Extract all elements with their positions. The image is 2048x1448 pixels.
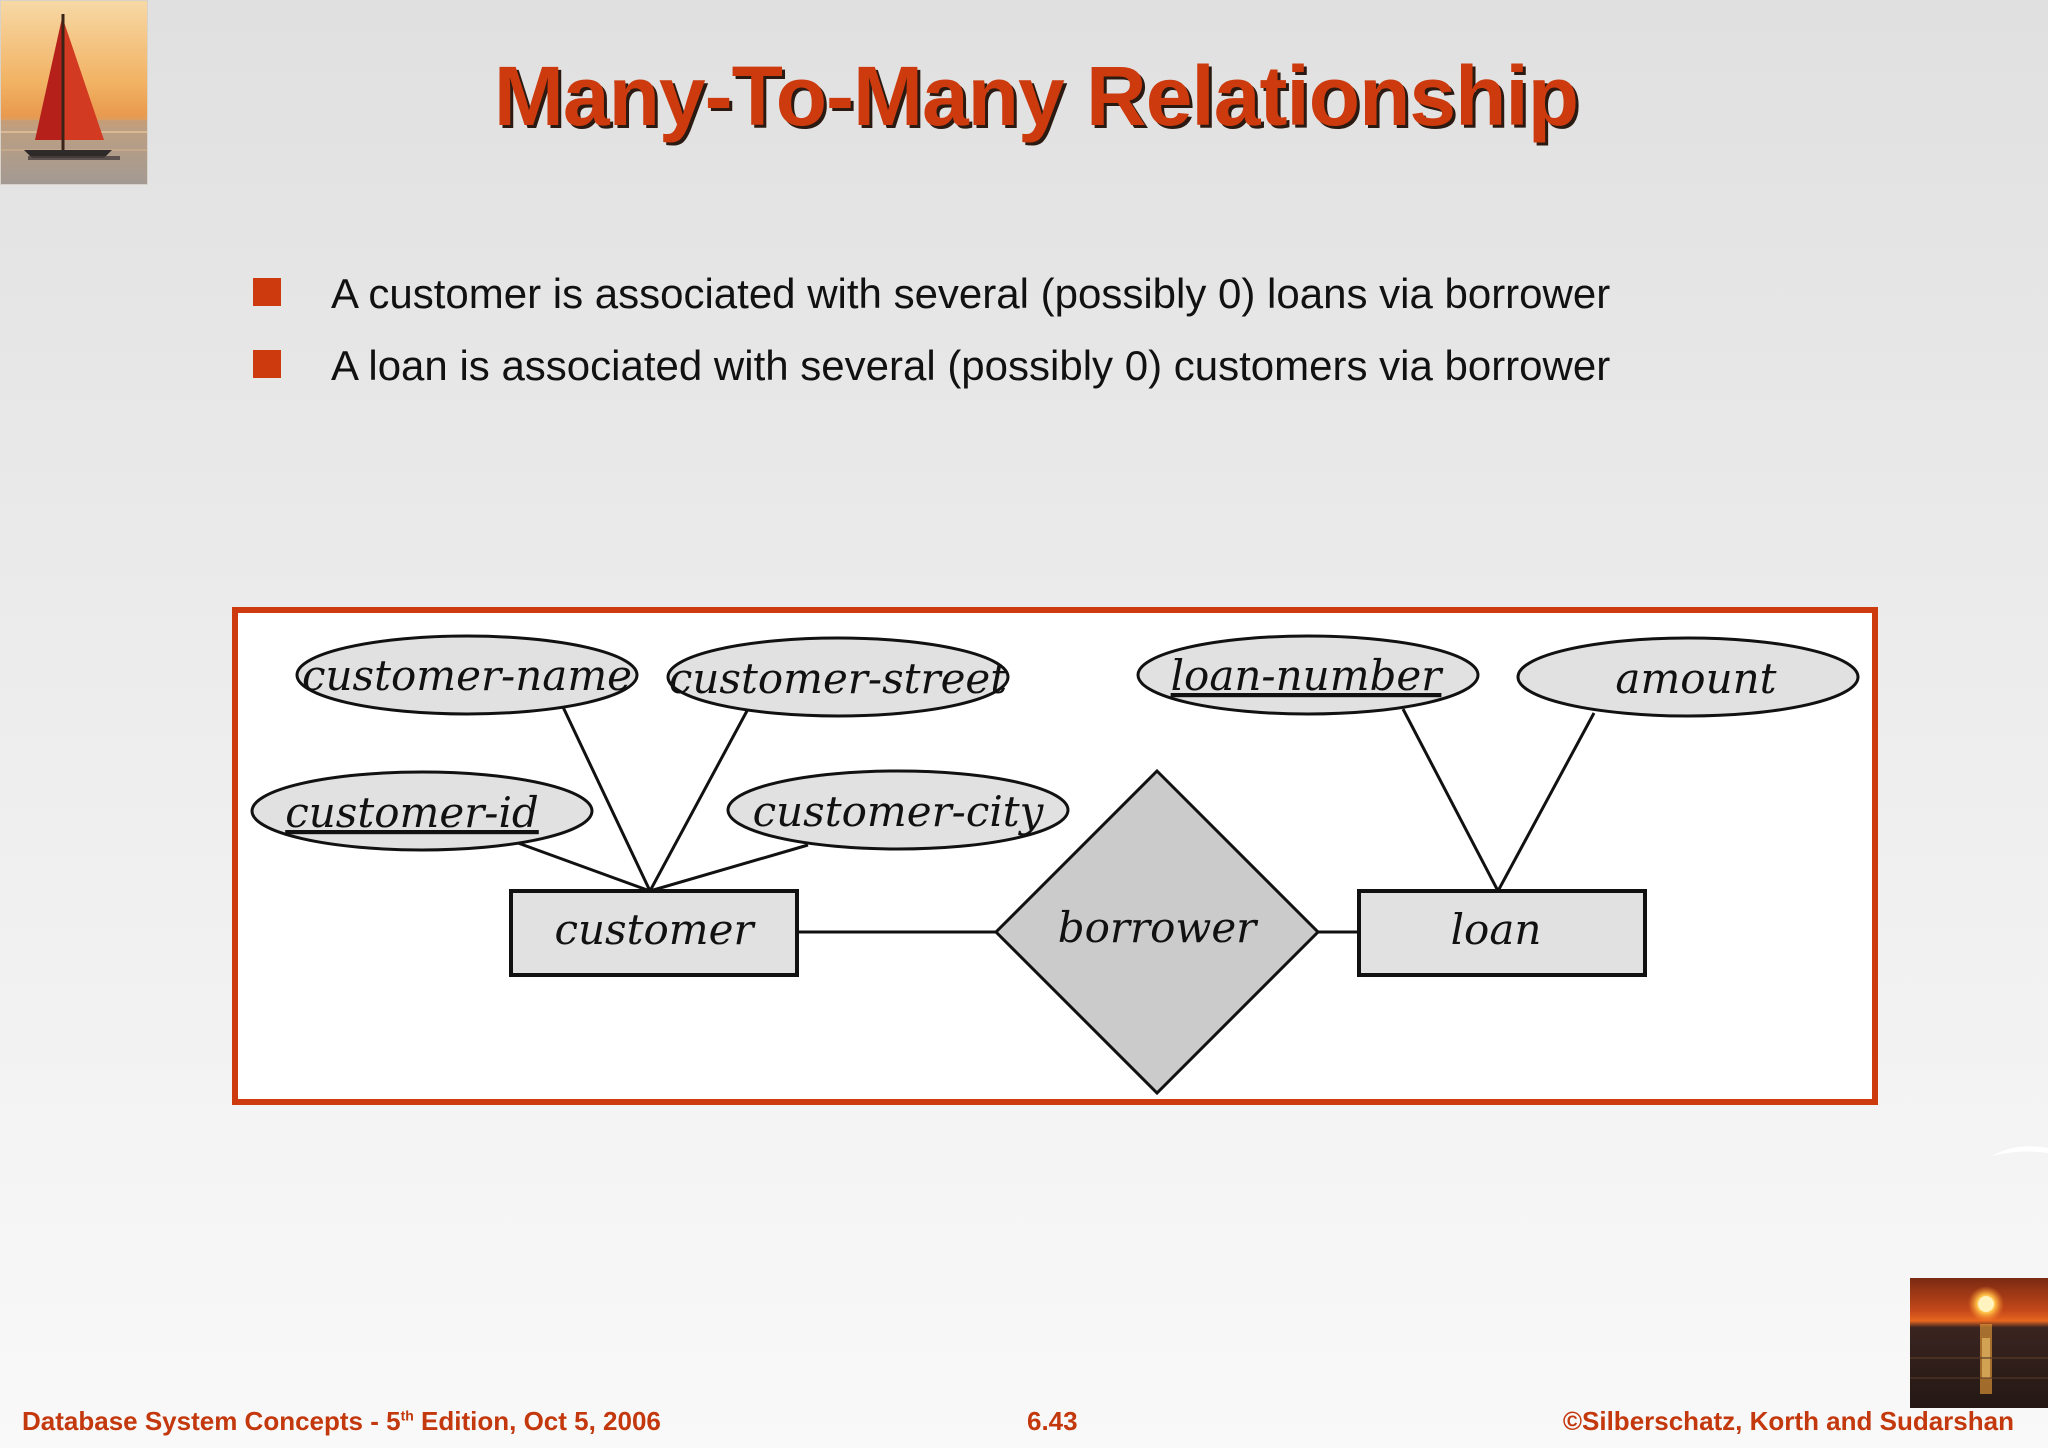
attribute-customer-id xyxy=(250,770,594,852)
footer-course-prefix: Database System Concepts - 5 xyxy=(22,1406,401,1436)
relationship-borrower xyxy=(993,768,1321,1096)
sailboat-logo-icon xyxy=(0,0,148,185)
attribute-customer-name xyxy=(295,634,639,716)
entity-customer-label: customer xyxy=(554,905,756,954)
sunset-logo-icon xyxy=(1910,1278,2048,1408)
relationship-borrower-label: borrower xyxy=(1058,903,1259,952)
footer-page-number: 6.43 xyxy=(1027,1406,1078,1436)
bullet-text: A loan is associated with several (possi… xyxy=(331,342,1611,389)
footer-edition-superscript: th xyxy=(400,1407,414,1424)
attribute-amount-label: amount xyxy=(1615,654,1776,703)
attribute-customer-city-label: customer-city xyxy=(753,787,1045,836)
slide-title: Many-To-Many Relationship xyxy=(493,49,1579,143)
bullet-text: A customer is associated with several (p… xyxy=(331,270,1611,317)
footer-course-suffix: Edition, Oct 5, 2006 xyxy=(413,1406,661,1436)
attribute-customer-city xyxy=(726,769,1070,851)
attribute-amount xyxy=(1516,636,1860,718)
er-diagram: customer-name customer-street customer-i… xyxy=(232,607,1878,1105)
attribute-customer-street xyxy=(666,636,1010,718)
entity-loan-label: loan xyxy=(1451,905,1542,954)
entity-loan xyxy=(1357,889,1647,977)
attribute-loan-number-label: loan-number xyxy=(1171,651,1445,700)
connector-lines xyxy=(517,706,1596,934)
footer-course-title: Database System Concepts - 5th Edition, … xyxy=(22,1406,661,1437)
attribute-customer-id-label: customer-id xyxy=(285,788,539,837)
bullet-square-icon xyxy=(253,350,281,378)
attribute-customer-street-label: customer-street xyxy=(669,654,1007,703)
entity-customer xyxy=(509,889,799,977)
decorative-swoosh xyxy=(1992,1146,2048,1156)
attribute-customer-name-label: customer-name xyxy=(302,651,632,700)
footer-copyright: ©Silberschatz, Korth and Sudarshan xyxy=(1562,1406,2014,1436)
bullet-square-icon xyxy=(253,278,281,306)
attribute-loan-number xyxy=(1136,634,1480,716)
